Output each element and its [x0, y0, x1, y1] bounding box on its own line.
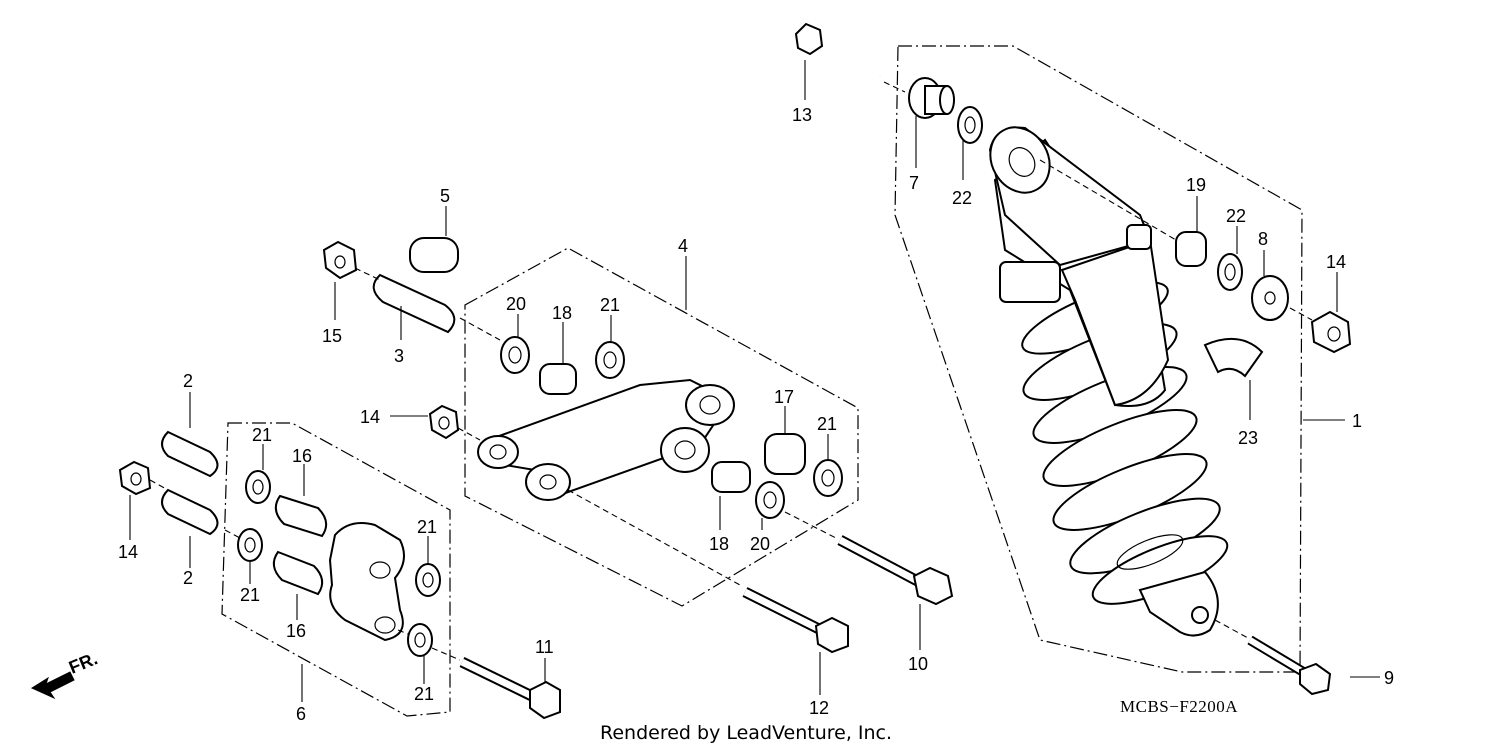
label-16-lower: 16	[286, 621, 306, 641]
bearing-18-lower	[711, 461, 751, 493]
collar-2-upper	[161, 430, 219, 478]
collar-5	[409, 237, 459, 273]
label-14-middle: 14	[360, 407, 380, 427]
label-2-lower: 2	[183, 568, 193, 588]
bushing-17	[764, 433, 806, 475]
bearing-21-c	[415, 563, 441, 597]
label-9: 9	[1384, 668, 1394, 688]
collar-2-lower	[161, 488, 219, 536]
shock-arm	[477, 378, 735, 501]
bearing-18-upper	[539, 363, 577, 395]
bolt-10	[837, 535, 954, 606]
label-20-upper: 20	[506, 294, 526, 314]
label-14-right: 14	[1326, 252, 1346, 272]
label-21-arm-lower: 21	[817, 414, 837, 434]
label-5: 5	[440, 186, 450, 206]
bearing-22-upper	[957, 106, 983, 144]
label-1: 1	[1352, 411, 1362, 431]
bearing-21-a	[245, 470, 271, 504]
nut-14-middle	[428, 404, 460, 440]
label-18-lower: 18	[709, 534, 729, 554]
bushing-19	[1175, 231, 1207, 267]
seal-20-lower	[755, 481, 785, 519]
label-19: 19	[1186, 175, 1206, 195]
label-18-upper: 18	[552, 303, 572, 323]
nut-15	[322, 240, 358, 280]
seal-20-upper	[500, 336, 530, 374]
front-direction-label: FR.	[66, 648, 100, 677]
nut-14-right	[1310, 310, 1352, 354]
group-outline-shock-link	[221, 422, 451, 717]
label-14-left: 14	[118, 542, 138, 562]
label-15: 15	[322, 326, 342, 346]
bearing-21-b	[237, 528, 263, 562]
label-13: 13	[792, 105, 812, 125]
collar-8	[1251, 275, 1289, 321]
bushing-16-upper	[274, 494, 328, 538]
pipe-3	[372, 273, 456, 334]
label-21-link-b: 21	[240, 585, 260, 605]
label-11: 11	[535, 637, 554, 657]
label-21-link-d: 21	[414, 684, 434, 704]
label-4: 4	[678, 236, 688, 256]
shock-link	[328, 522, 405, 642]
bearing-21-d	[407, 623, 433, 657]
label-8: 8	[1258, 229, 1268, 249]
bolt-11	[459, 657, 561, 720]
label-17: 17	[774, 387, 794, 407]
group-outline-shock-absorber	[894, 45, 1303, 673]
label-23: 23	[1238, 428, 1258, 448]
label-21-link-c: 21	[417, 517, 437, 537]
label-21-link-a: 21	[252, 425, 272, 445]
label-16-upper: 16	[292, 446, 312, 466]
label-20-lower: 20	[750, 534, 770, 554]
diagram-code: MCBS−F2200A	[1120, 697, 1238, 716]
bearing-21-f	[813, 459, 843, 497]
label-22-upper: 22	[952, 188, 972, 208]
nut-14-left	[118, 460, 152, 496]
bushing-16-lower	[272, 550, 324, 596]
front-direction-arrow-icon: FR.	[30, 648, 100, 700]
label-21-arm-upper: 21	[600, 295, 620, 315]
bolt-9	[1247, 635, 1332, 696]
label-12: 12	[809, 698, 829, 718]
render-credit: Rendered by LeadVenture, Inc.	[600, 722, 892, 744]
bearing-22-lower	[1217, 253, 1243, 291]
bolt-13	[794, 22, 882, 79]
group-outline-shock-arm	[464, 247, 859, 607]
label-6: 6	[296, 704, 306, 724]
label-3: 3	[394, 346, 404, 366]
bolt-12	[742, 587, 849, 654]
shock-absorber	[988, 126, 1229, 637]
label-10: 10	[908, 654, 928, 674]
label-2-upper: 2	[183, 371, 193, 391]
bearing-21-e	[595, 341, 625, 379]
label-22-lower: 22	[1226, 206, 1246, 226]
part-23-guard	[1203, 337, 1264, 378]
label-7: 7	[909, 173, 919, 193]
